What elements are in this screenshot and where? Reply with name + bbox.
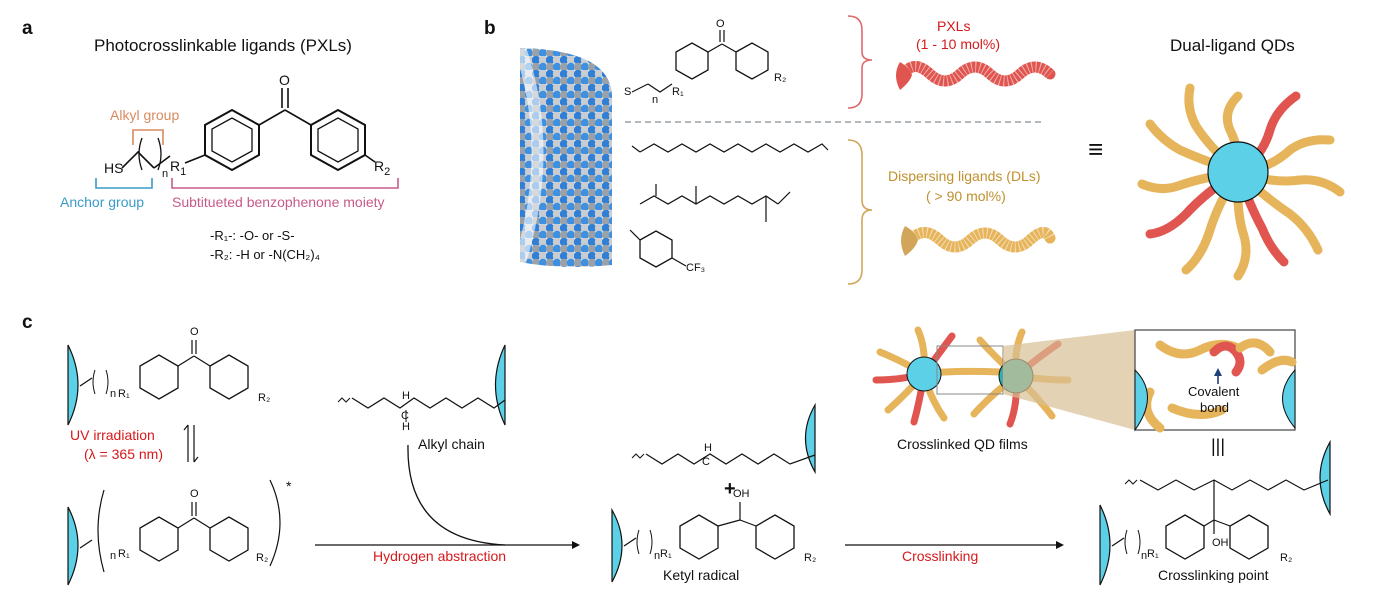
b-r1-label: R₁	[672, 86, 684, 98]
r1-label: R1	[170, 158, 187, 178]
c-n-2: n	[110, 550, 117, 562]
panel-letter-c: c	[22, 312, 33, 333]
c-r1-3: R₁	[660, 548, 672, 560]
dual-ligand-title: Dual-ligand QDs	[1170, 36, 1295, 55]
alkyl-chain-label: Alkyl chain	[418, 436, 485, 452]
b-s-label: S	[624, 86, 632, 98]
c-n-3: n	[654, 550, 661, 562]
r1-definition: -R₁-: -O- or -S-	[210, 228, 295, 243]
bond-label: bond	[1200, 400, 1229, 415]
benzophenone-label: Subtitueted benzophenone moiety	[172, 194, 385, 210]
ketyl-oh: OH	[733, 488, 750, 500]
r2-label: R2	[374, 158, 391, 178]
pxls-percent: (1 - 10 mol%)	[916, 36, 1001, 52]
c-r2-4: R₂	[1280, 552, 1293, 564]
dls-percent: ( > 90 mol%)	[926, 188, 1006, 204]
alkyl-h-atom-top: H	[402, 390, 410, 402]
alkyl-h-atom-bottom: H	[402, 421, 410, 433]
hydrogen-abstraction-label: Hydrogen abstraction	[373, 548, 507, 564]
c-r1-2: R₁	[118, 548, 130, 560]
n-subscript: n	[162, 168, 169, 180]
c-r2-2: R₂	[256, 552, 269, 564]
oxygen-label: O	[279, 72, 290, 88]
radical-c: C	[702, 456, 710, 468]
panel-a-title: Photocrosslinkable ligands (PXLs)	[94, 36, 352, 55]
c-r2-1: R₂	[258, 392, 271, 404]
radical-h: H	[704, 442, 712, 454]
dls-label: Dispersing ligands (DLs)	[888, 168, 1041, 184]
pxls-label: PXLs	[937, 18, 971, 34]
r2-definition: -R₂: -H or -N(CH₂)₄	[210, 247, 320, 262]
c-r2-3: R₂	[804, 552, 817, 564]
alkyl-group-label: Alkyl group	[110, 107, 180, 123]
panel-letter-a: a	[22, 18, 33, 39]
ketyl-radical-label: Ketyl radical	[663, 567, 740, 583]
equivalence-symbol: ≡	[1088, 134, 1104, 164]
crosslinking-label: Crosslinking	[902, 548, 979, 564]
covalent-label: Covalent	[1188, 384, 1240, 399]
alkyl-c-atom: C	[401, 410, 409, 422]
c-n-4: n	[1141, 550, 1148, 562]
c-r1-1: R₁	[118, 388, 130, 400]
excited-state-star: *	[286, 478, 292, 494]
anchor-group-label: Anchor group	[60, 194, 145, 210]
b-n-label: n	[652, 94, 659, 106]
c-r1-4: R₁	[1147, 548, 1159, 560]
plus-sign: +	[724, 478, 736, 500]
panel-letter-b: b	[484, 18, 496, 39]
c-o-1: O	[190, 326, 199, 338]
uv-wavelength-label: (λ = 365 nm)	[84, 446, 163, 462]
crosslinking-point-label: Crosslinking point	[1158, 567, 1269, 583]
uv-irradiation-label: UV irradiation	[70, 427, 155, 443]
equivalent-lines: |||	[1211, 436, 1226, 456]
c-n-1: n	[110, 388, 117, 400]
b-r2-label: R₂	[774, 72, 787, 84]
b-o-label: O	[716, 18, 725, 30]
crosslink-oh: OH	[1212, 537, 1229, 549]
c-o-2: O	[190, 488, 199, 500]
b-cf3-label: CF₃	[686, 262, 706, 274]
hs-label: HS	[104, 160, 124, 176]
crosslinked-films-label: Crosslinked QD films	[897, 436, 1028, 452]
